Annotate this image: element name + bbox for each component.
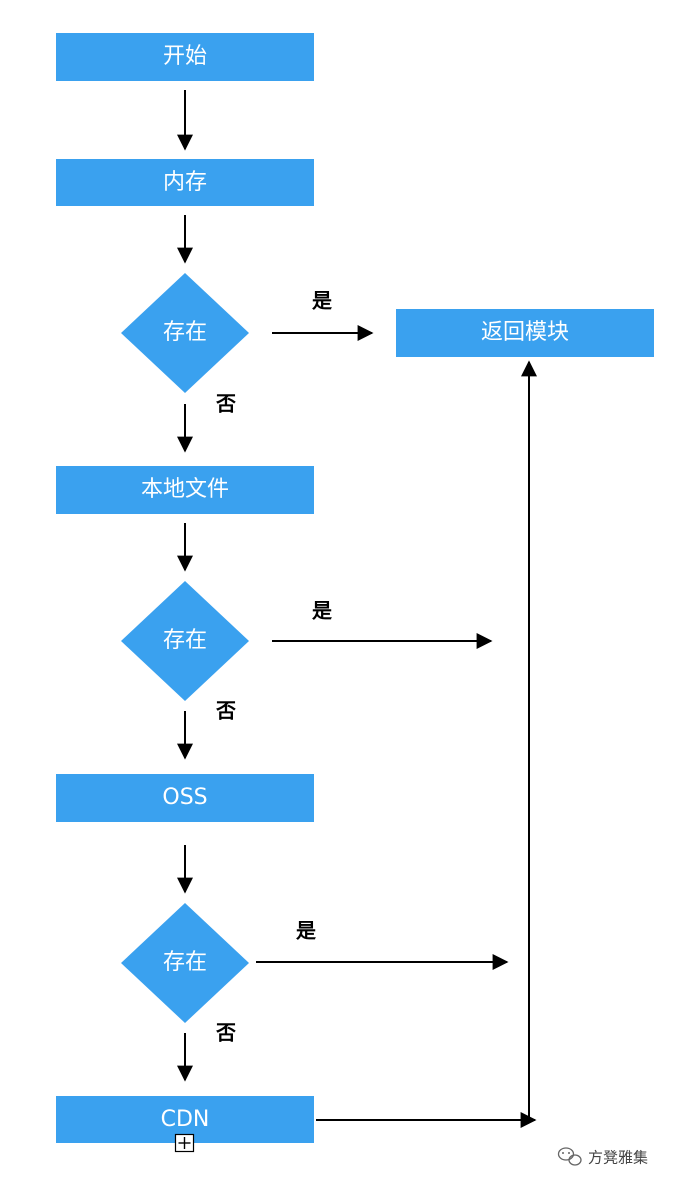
watermark-text: 方凳雅集 bbox=[588, 1149, 648, 1167]
decision-exists-local-label: 存在 bbox=[163, 628, 207, 653]
watermark: 方凳雅集 bbox=[557, 1147, 648, 1167]
edge-label-no-2: 否 bbox=[215, 699, 236, 723]
decision-exists-memory: 存在 bbox=[121, 273, 249, 393]
node-oss: OSS bbox=[56, 774, 314, 822]
node-memory-label: 内存 bbox=[163, 170, 207, 195]
node-memory: 内存 bbox=[56, 159, 314, 206]
wechat-icon bbox=[557, 1147, 582, 1166]
node-start-label: 开始 bbox=[163, 44, 207, 69]
edge-label-no-1: 否 bbox=[215, 392, 236, 416]
node-cdn: CDN bbox=[56, 1096, 314, 1153]
decision-exists-oss: 存在 bbox=[121, 903, 249, 1023]
edge-label-yes-1: 是 bbox=[311, 289, 332, 313]
decision-exists-oss-label: 存在 bbox=[163, 950, 207, 975]
edge-label-yes-2: 是 bbox=[311, 599, 332, 623]
node-local-file-label: 本地文件 bbox=[141, 477, 229, 502]
decision-exists-memory-label: 存在 bbox=[163, 320, 207, 345]
decision-exists-local: 存在 bbox=[121, 581, 249, 701]
expand-icon bbox=[174, 1133, 195, 1153]
node-return-module: 返回模块 bbox=[396, 309, 654, 357]
edge-label-yes-3: 是 bbox=[295, 919, 316, 943]
node-return-module-label: 返回模块 bbox=[481, 320, 569, 345]
node-local-file: 本地文件 bbox=[56, 466, 314, 514]
edge-label-no-3: 否 bbox=[215, 1021, 236, 1045]
node-oss-label: OSS bbox=[162, 785, 207, 810]
node-cdn-label: CDN bbox=[161, 1107, 210, 1132]
node-start: 开始 bbox=[56, 33, 314, 81]
